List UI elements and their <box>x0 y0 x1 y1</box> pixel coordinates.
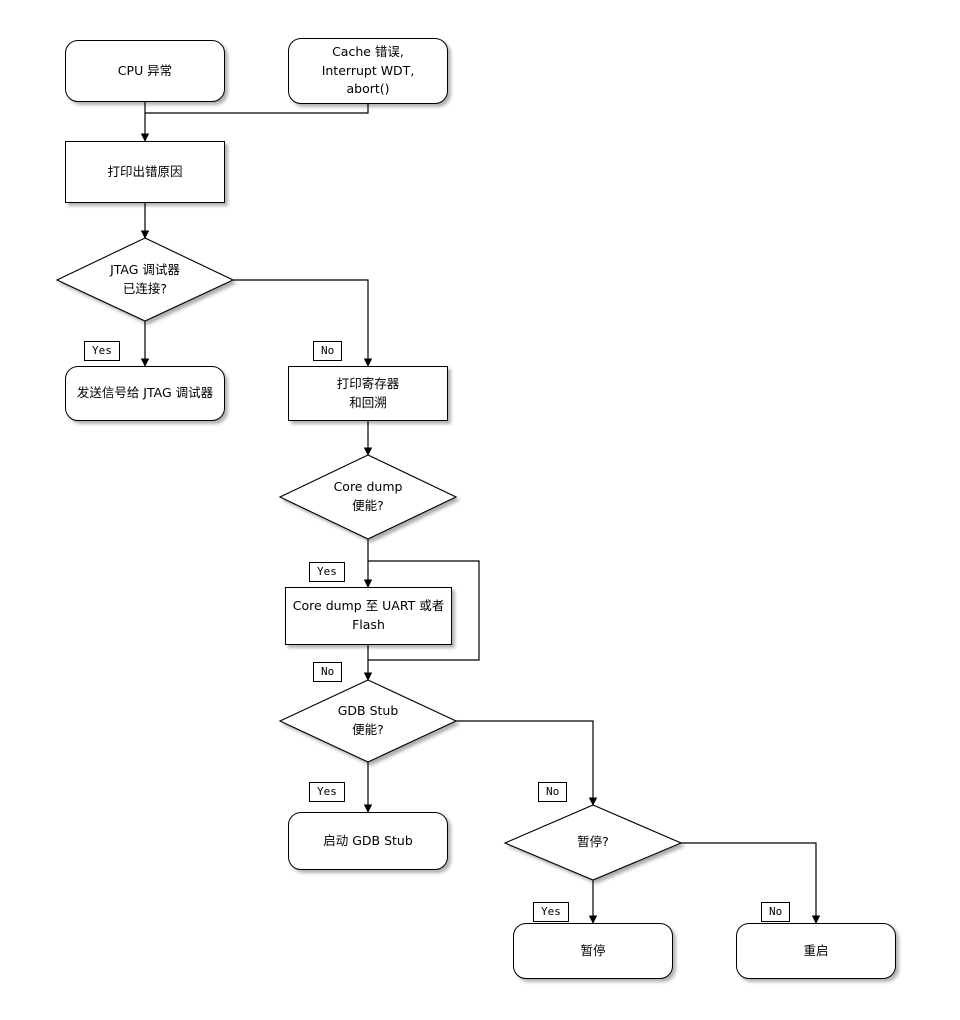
node-print-registers[interactable]: 打印寄存器 和回溯 <box>288 366 448 421</box>
edge-cache-to-merge <box>145 102 369 114</box>
node-cpu-exception-label: CPU 异常 <box>117 62 173 78</box>
edge-label-halt-yes: Yes <box>533 902 569 922</box>
edge-label-gdbstub-yes: Yes <box>309 782 345 802</box>
node-cpu-exception[interactable]: CPU 异常 <box>65 40 225 102</box>
node-coredump-action[interactable]: Core dump 至 UART 或者 Flash <box>285 587 452 645</box>
node-gdbstub-check[interactable]: GDB Stub 便能? <box>280 680 456 762</box>
edge-label-coredump-yes: Yes <box>309 562 345 582</box>
node-print-registers-label: 打印寄存器 和回溯 <box>336 375 400 410</box>
edge-label-coredump-no: No <box>313 662 343 682</box>
edge-label-jtag-yes: Yes <box>84 341 120 361</box>
node-cache-error-label: Cache 错误, Interrupt WDT, abort() <box>321 43 415 97</box>
edge-jtag-no <box>233 279 373 367</box>
node-gdbstub-check-label: GDB Stub 便能? <box>337 703 399 737</box>
edge-label-gdbstub-no: No <box>538 782 568 802</box>
node-coredump-action-label: Core dump 至 UART 或者 Flash <box>292 598 445 632</box>
node-start-gdbstub[interactable]: 启动 GDB Stub <box>288 812 448 870</box>
halt-decision-shape <box>503 804 683 881</box>
edge-label-halt-no: No <box>761 902 791 922</box>
node-cache-error[interactable]: Cache 错误, Interrupt WDT, abort() <box>288 38 448 104</box>
jtag-decision-shape <box>55 237 235 322</box>
node-signal-jtag-label: 发送信号给 JTAG 调试器 <box>76 385 214 401</box>
node-reboot-label: 重启 <box>803 942 829 958</box>
node-coredump-check-label: Core dump 便能? <box>333 479 403 513</box>
edge-label-jtag-no: No <box>313 341 343 361</box>
node-reboot[interactable]: 重启 <box>736 923 896 979</box>
node-halt-label: 暂停 <box>580 942 606 958</box>
node-halt-check-label: 暂停? <box>577 834 609 850</box>
edge-halt-no <box>680 842 821 924</box>
node-print-reason-label: 打印出错原因 <box>107 163 183 179</box>
coredump-decision-shape <box>278 454 458 540</box>
edge-gdbstub-no <box>455 720 598 806</box>
node-jtag-check[interactable]: JTAG 调试器 已连接? <box>57 238 233 321</box>
node-coredump-check[interactable]: Core dump 便能? <box>280 455 456 539</box>
node-start-gdbstub-label: 启动 GDB Stub <box>323 832 413 848</box>
edge-coredump-bypass <box>368 560 480 661</box>
node-jtag-check-label: JTAG 调试器 已连接? <box>110 261 180 296</box>
node-halt-check[interactable]: 暂停? <box>505 805 681 880</box>
node-signal-jtag[interactable]: 发送信号给 JTAG 调试器 <box>65 366 225 421</box>
gdbstub-decision-shape <box>278 679 458 763</box>
node-print-reason[interactable]: 打印出错原因 <box>65 141 225 203</box>
node-halt[interactable]: 暂停 <box>513 923 673 979</box>
